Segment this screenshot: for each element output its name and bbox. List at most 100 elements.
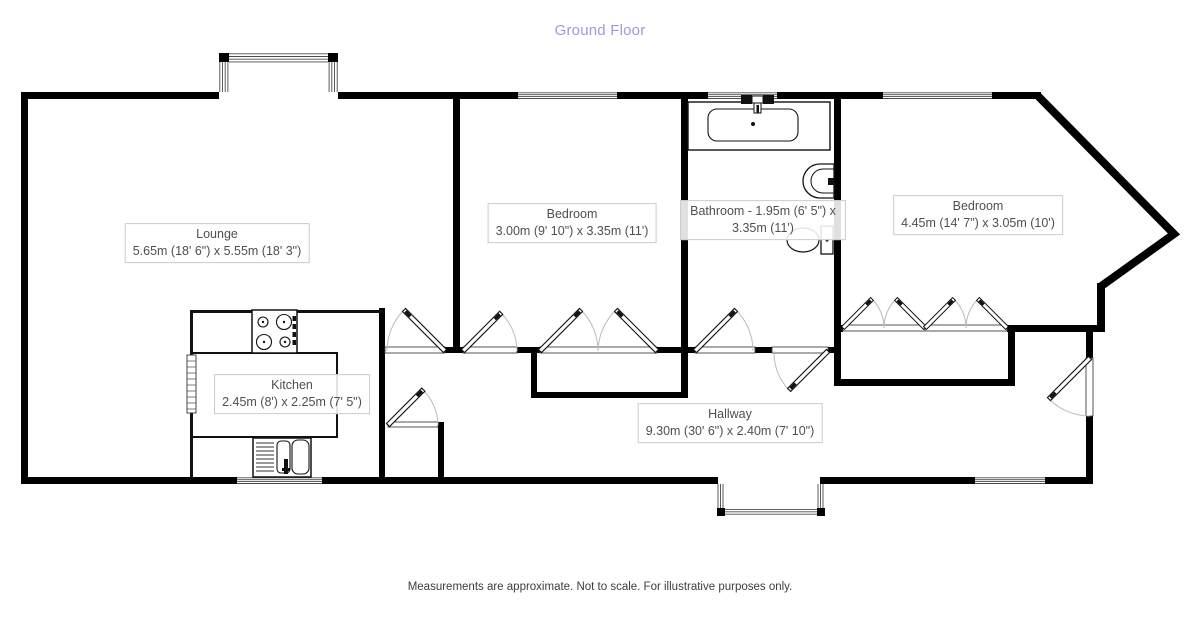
window-bathroom <box>708 92 777 99</box>
wall-bed2-bottom-b <box>1007 325 1105 332</box>
wall-angle-end <box>1097 283 1105 332</box>
room-dims: 9.30m (30' 6") x 2.40m (7' 10") <box>645 424 815 438</box>
window-hall-bottom <box>975 477 1045 484</box>
threshold-bed2-door <box>771 346 829 354</box>
arc-hall-door <box>1048 398 1091 417</box>
leaf-cupboard-door <box>385 387 426 428</box>
window-bedroom1 <box>518 92 617 99</box>
leaf-hall-door <box>1046 355 1093 402</box>
room-name: Bathroom - 1.95m (6' 5") x 3.35m (11') <box>690 204 836 235</box>
page-title: Ground Floor <box>554 22 646 39</box>
room-name: Bedroom <box>546 207 598 222</box>
threshold-hall-door <box>1085 357 1094 417</box>
wall-angled-point <box>1034 92 1181 291</box>
room-name: Hallway <box>708 407 752 422</box>
stove-hob <box>251 309 298 354</box>
windows <box>237 92 1045 484</box>
sink-tap <box>284 459 288 474</box>
room-label-bathroom: Bathroom - 1.95m (6' 5") x 3.35m (11') <box>680 200 846 240</box>
leaf-bath-door <box>692 307 739 354</box>
room-dims: 4.45m (14' 7") x 3.05m (10') <box>901 216 1055 230</box>
wall-wardrobe-bottom <box>834 379 1015 386</box>
arc-wardrobe-1r <box>883 298 897 329</box>
wall-top-b <box>338 92 518 99</box>
arc-closet-left <box>580 309 599 352</box>
wall-left <box>21 92 28 484</box>
wall-top-d <box>777 92 883 99</box>
disclaimer-text: Measurements are approximate. Not to sca… <box>407 581 793 593</box>
wall-wardrobe-right <box>1008 325 1015 386</box>
room-label-lounge: Lounge 5.65m (18' 6") x 5.55m (18' 3") <box>124 223 310 263</box>
arc-wardrobe-1l <box>871 298 885 329</box>
wall-lounge-bed1 <box>453 99 460 353</box>
threshold-bath-door <box>694 346 756 354</box>
door-leaves <box>385 296 1093 428</box>
wall-top-c <box>617 92 708 99</box>
bay-post-left <box>219 53 229 62</box>
arc-lounge-door <box>386 309 405 352</box>
window-bedroom2 <box>883 92 992 99</box>
leaf-bed1-door <box>460 310 504 354</box>
arc-bed2-door <box>773 350 790 391</box>
room-label-kitchen: Kitchen 2.45m (8') x 2.25m (7' 5") <box>214 374 370 414</box>
wall-closet-bottom <box>531 392 688 398</box>
wall-hall-seg-a <box>445 347 463 353</box>
room-dims: 2.45m (8') x 2.25m (7' 5") <box>222 395 362 409</box>
porch-post-left <box>717 508 725 516</box>
room-name: Lounge <box>196 227 238 242</box>
room-dims: 5.65m (18' 6") x 5.55m (18' 3") <box>132 244 302 258</box>
wall-top-e <box>992 92 1041 99</box>
leaf-closet-left <box>537 307 584 354</box>
porch-glazing <box>717 484 824 515</box>
porch-post-right <box>817 508 825 516</box>
threshold-lounge-door <box>384 346 446 354</box>
bay-window-top <box>219 53 338 92</box>
wall-bottom-a <box>21 477 237 484</box>
bathroom-fixtures <box>687 95 835 255</box>
wall-hall-right-a <box>1086 330 1093 358</box>
leaf-lounge-door <box>401 307 448 354</box>
entrance-porch <box>717 484 825 516</box>
room-label-hallway: Hallway 9.30m (30' 6") x 2.40m (7' 10") <box>637 403 823 443</box>
wall-bath-bed2 <box>834 99 841 385</box>
room-dims: 3.00m (9' 10") x 3.35m (11') <box>495 224 649 238</box>
arc-closet-right <box>597 309 617 352</box>
wall-closet-left <box>531 347 537 398</box>
window-kitchen <box>237 477 322 484</box>
leaf-wardrobe-1l <box>840 296 875 331</box>
door-arcs <box>386 298 1091 426</box>
bay-glazing <box>219 53 338 92</box>
wall-bottom-b <box>322 477 718 484</box>
arc-bed1-door <box>500 312 518 352</box>
wall-top-a <box>21 92 219 99</box>
bathroom-sink <box>802 163 835 199</box>
wall-hall-right-b <box>1086 416 1093 484</box>
kitchen-sink <box>252 437 312 478</box>
threshold-cupboard-door <box>387 421 439 428</box>
arc-wardrobe-2r <box>965 298 979 329</box>
room-name: Kitchen <box>271 378 313 393</box>
threshold-bed1-door <box>462 346 518 354</box>
wall-cupboard-right <box>438 422 444 484</box>
bay-post-right <box>328 53 338 62</box>
kitchen-radiator <box>186 354 197 414</box>
wall-bottom-c <box>820 477 975 484</box>
room-label-bedroom1: Bedroom 3.00m (9' 10") x 3.35m (11') <box>487 203 657 243</box>
wall-kitchen-hall <box>379 308 385 484</box>
bath-mixer-tap <box>741 95 774 114</box>
leaf-wardrobe-2r <box>975 296 1010 331</box>
wall-bottom-d <box>1045 477 1093 484</box>
wall-hall-seg-c <box>657 347 695 353</box>
room-label-bedroom2: Bedroom 4.45m (14' 7") x 3.05m (10') <box>893 195 1063 235</box>
arc-cupboard-door <box>422 389 439 426</box>
wall-bed1-bath <box>681 99 688 398</box>
arc-bath-door <box>735 309 754 352</box>
exterior-walls <box>21 92 1105 484</box>
wall-hall-seg-b <box>517 347 540 353</box>
room-name: Bedroom <box>952 199 1004 214</box>
hob-knobs <box>292 316 296 345</box>
interior-walls <box>379 99 1015 484</box>
arc-wardrobe-2l <box>953 298 967 329</box>
